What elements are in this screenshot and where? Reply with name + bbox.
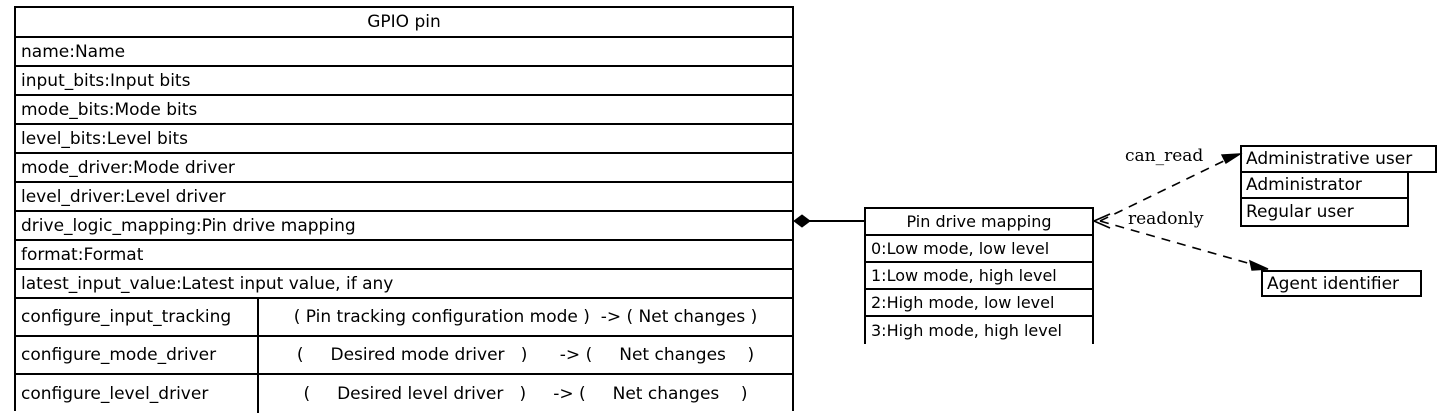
attribute-row-mode-driver: mode_driver:Mode driver [16, 154, 792, 183]
method-name-configure-input-tracking: configure_input_tracking [16, 299, 259, 335]
attribute-row-level-driver: level_driver:Level driver [16, 183, 792, 212]
class-title-gpio-pin: GPIO pin [16, 8, 792, 38]
method-signature-configure-level-driver: ( Desired level driver ) -> ( Net change… [303, 384, 748, 404]
attribute-row-name: name:Name [16, 38, 792, 67]
enum-value-row-2: 2:High mode, low level [866, 290, 1092, 317]
enum-box-administrative-user[interactable]: Administrator Regular user [1240, 171, 1409, 227]
edge-composition [793, 214, 864, 228]
filled-diamond-marker [793, 214, 811, 228]
class-box-agent-identifier[interactable]: Agent identifier [1261, 270, 1422, 297]
attribute-row-drive-logic-mapping: drive_logic_mapping:Pin drive mapping [16, 212, 792, 241]
enum-value-row-0: 0:Low mode, low level [866, 236, 1092, 263]
attribute-row-input-bits: input_bits:Input bits [16, 67, 792, 96]
enum-box-pin-drive-mapping[interactable]: Pin drive mapping 0:Low mode, low level … [864, 207, 1094, 344]
method-signature-configure-mode-driver: ( Desired mode driver ) -> ( Net changes… [296, 345, 755, 365]
method-name-configure-level-driver: configure_level_driver [16, 375, 259, 413]
open-arrow-marker-can-read [1220, 153, 1243, 165]
enum-title-administrative-user[interactable]: Administrative user [1240, 145, 1437, 173]
edge-label-readonly: readonly [1128, 209, 1204, 229]
open-arrow-marker-readonly [1249, 259, 1269, 271]
source-arrow-lower [1093, 220, 1111, 229]
edge-source-arrowhead [1093, 213, 1111, 229]
attribute-row-level-bits: level_bits:Level bits [16, 125, 792, 154]
enum-title-pin-drive-mapping: Pin drive mapping [866, 209, 1092, 236]
method-row-configure-mode-driver: configure_mode_driver ( Desired mode dri… [16, 337, 792, 375]
method-signature-configure-input-tracking: ( Pin tracking configuration mode ) -> (… [293, 307, 758, 327]
method-row-configure-input-tracking: configure_input_tracking ( Pin tracking … [16, 299, 792, 337]
attribute-row-latest-input-value: latest_input_value:Latest input value, i… [16, 270, 792, 299]
method-name-configure-mode-driver: configure_mode_driver [16, 337, 259, 373]
enum-value-row-1: 1:Low mode, high level [866, 263, 1092, 290]
attribute-row-format: format:Format [16, 241, 792, 270]
enum-value-row-administrator: Administrator [1242, 173, 1407, 199]
enum-value-row-3: 3:High mode, high level [866, 317, 1092, 344]
attribute-row-mode-bits: mode_bits:Mode bits [16, 96, 792, 125]
edge-label-can-read: can_read [1125, 146, 1204, 166]
source-arrow-upper [1093, 213, 1111, 222]
class-box-gpio-pin[interactable]: GPIO pin name:Name input_bits:Input bits… [14, 6, 794, 413]
method-row-configure-level-driver: configure_level_driver ( Desired level d… [16, 375, 792, 413]
enum-value-row-regular-user: Regular user [1242, 199, 1407, 225]
